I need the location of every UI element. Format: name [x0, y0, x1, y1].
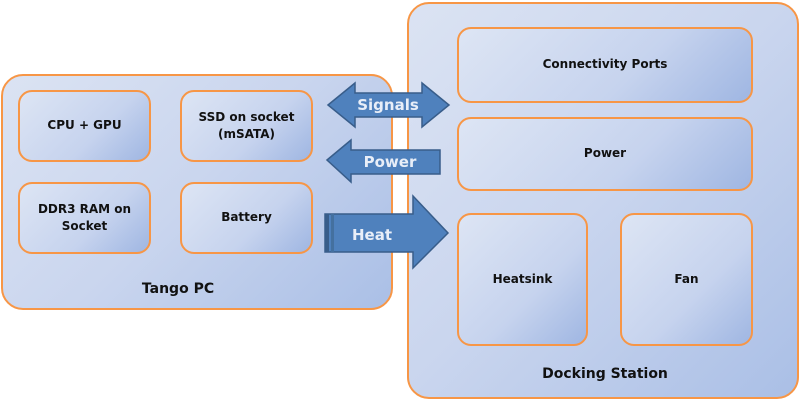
docking-station-title: Docking Station: [542, 366, 668, 382]
heat-arrow-shape: [324, 194, 450, 270]
signals-arrow: Signals: [326, 81, 451, 129]
fan-label: Fan: [674, 271, 699, 286]
ssd-label: SSD on socket (mSATA): [198, 109, 295, 141]
fan-box: Fan: [620, 213, 753, 346]
ddr3-ram-label: DDR3 RAM on Socket: [37, 201, 132, 233]
connectivity-ports-label: Connectivity Ports: [542, 57, 668, 72]
power-box: Power: [457, 117, 753, 191]
heat-arrow-stripe: [331, 214, 334, 252]
heat-arrow-stripe: [325, 214, 329, 252]
heat-arrow: Heat: [324, 194, 450, 270]
heatsink-box: Heatsink: [457, 213, 588, 346]
ssd-box: SSD on socket (mSATA): [180, 90, 313, 162]
tango-pc-title: Tango PC: [141, 281, 215, 297]
cpu-gpu-label: CPU + GPU: [47, 118, 122, 133]
heat-arrow-label: Heat: [352, 226, 392, 244]
docking-station-panel: Connectivity Ports Power Heatsink Fan Do…: [407, 2, 799, 399]
battery-label: Battery: [221, 210, 272, 225]
power-arrow-shape: [325, 138, 441, 184]
power-label: Power: [583, 146, 627, 161]
heatsink-label: Heatsink: [492, 271, 553, 286]
signals-arrow-label: Signals: [357, 96, 419, 114]
power-arrow: Power: [325, 138, 441, 184]
connectivity-ports-box: Connectivity Ports: [457, 27, 753, 103]
power-arrow-label: Power: [364, 153, 417, 171]
battery-box: Battery: [180, 182, 313, 254]
signals-arrow-shape: [326, 81, 451, 129]
tango-pc-panel: CPU + GPU SSD on socket (mSATA) DDR3 RAM…: [1, 74, 393, 310]
ddr3-ram-box: DDR3 RAM on Socket: [18, 182, 151, 254]
cpu-gpu-box: CPU + GPU: [18, 90, 151, 162]
